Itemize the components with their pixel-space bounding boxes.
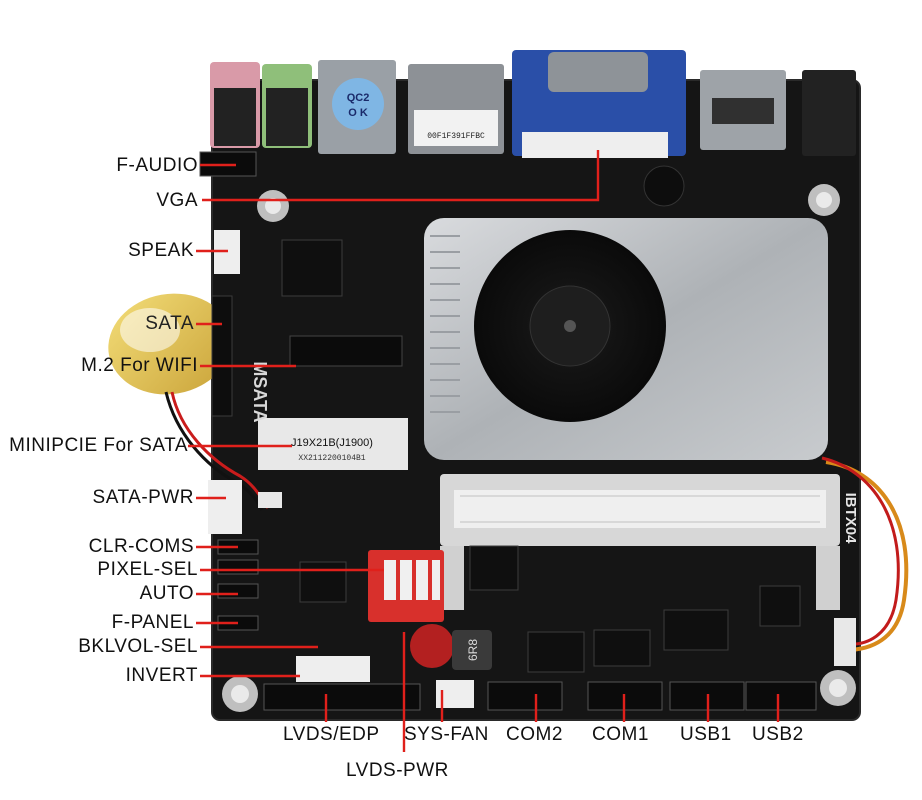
label-usb2: USB2 <box>752 724 804 745</box>
left-pin-headers <box>217 539 259 631</box>
capacitor <box>410 624 454 668</box>
label-com1: COM1 <box>592 724 649 745</box>
sata-power-plug <box>258 492 282 508</box>
invert-connector <box>296 656 370 682</box>
label-usb1: USB1 <box>680 724 732 745</box>
label-vga: VGA <box>156 190 198 211</box>
rear-io-ports: QC2 O K 00F1F391FFBC <box>210 50 856 156</box>
msata-silkscreen: MSATA <box>250 361 270 422</box>
m2-wifi-slot <box>289 335 403 367</box>
buzzer <box>643 165 685 207</box>
mounting-holes <box>222 184 856 712</box>
cmos-battery <box>108 293 270 511</box>
label-bklvol-sel: BKLVOL-SEL <box>78 636 198 657</box>
label-minipcie-sata: MINIPCIE For SATA <box>9 435 188 456</box>
label-sys-fan: SYS-FAN <box>404 724 489 745</box>
label-lvds-pwr: LVDS-PWR <box>346 760 449 781</box>
label-f-panel: F-PANEL <box>111 612 194 633</box>
label-m2-wifi: M.2 For WIFI <box>81 355 198 376</box>
sodimm-slot <box>440 474 840 610</box>
label-f-audio: F-AUDIO <box>116 155 198 176</box>
qc2-sticker <box>332 78 384 130</box>
vga-header <box>522 132 668 158</box>
label-invert: INVERT <box>125 665 198 686</box>
fan-cable <box>825 460 909 652</box>
inductor <box>452 630 492 670</box>
sata-port <box>211 295 233 417</box>
label-com2: COM2 <box>506 724 563 745</box>
svg-text:QC2: QC2 <box>347 92 370 104</box>
svg-text:6R8: 6R8 <box>466 639 480 661</box>
label-lvds-edp: LVDS/EDP <box>283 724 380 745</box>
board-model-marking: IBTX04 <box>842 493 859 545</box>
cpu-heatsink <box>424 218 828 460</box>
ics <box>281 239 801 673</box>
leader-lines <box>188 150 780 752</box>
label-auto: AUTO <box>139 583 194 604</box>
label-pixel-sel: PIXEL-SEL <box>97 559 198 580</box>
label-sata-pwr: SATA-PWR <box>92 487 194 508</box>
dc-power-jack <box>802 70 856 156</box>
dip-switch <box>368 550 444 622</box>
msata-slot: J19X21B(J1900) XX2112200104B1 <box>258 418 408 470</box>
svg-text:00F1F391FFBC: 00F1F391FFBC <box>427 132 485 141</box>
label-speak: SPEAK <box>128 240 194 261</box>
label-sata: SATA <box>145 313 194 334</box>
label-clr-coms: CLR-COMS <box>88 536 194 557</box>
sata-power-connector <box>208 480 242 534</box>
chip-marking-text: J19X21B(J1900) <box>291 437 373 449</box>
cpu-fan-connector <box>834 618 856 666</box>
svg-text:XX2112200104B1: XX2112200104B1 <box>298 454 365 463</box>
svg-text:O K: O K <box>348 107 368 119</box>
